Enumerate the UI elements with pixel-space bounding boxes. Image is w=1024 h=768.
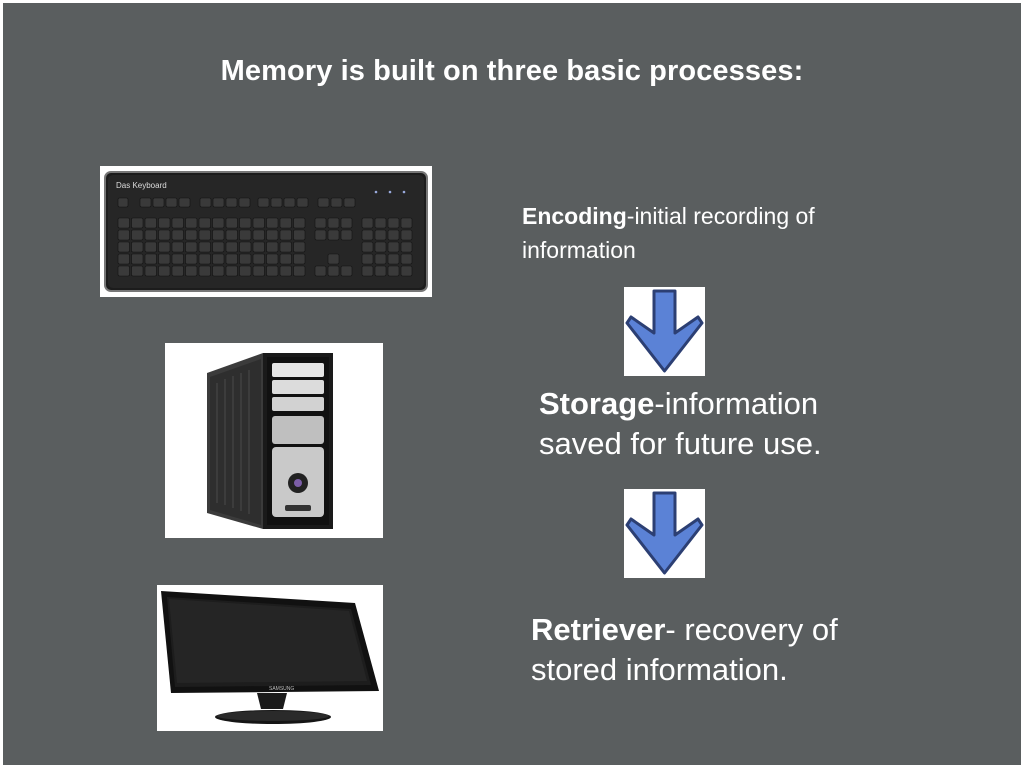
retriever-term: Retriever xyxy=(531,612,666,647)
keyboard-image: Das Keyboard xyxy=(100,166,432,297)
storage-definition: -information saved for future use. xyxy=(539,386,822,461)
down-arrow-icon xyxy=(624,489,705,578)
computer-tower-image xyxy=(165,343,383,538)
slide-title: Memory is built on three basic processes… xyxy=(220,55,804,87)
encoding-term: Encoding xyxy=(522,203,627,229)
storage-term: Storage xyxy=(539,386,655,421)
encoding-step: Encoding-initial recording of informatio… xyxy=(522,199,922,267)
storage-step: Storage-information saved for future use… xyxy=(539,384,899,464)
keyboard-brand-label: Das Keyboard xyxy=(116,181,167,190)
retriever-step: Retriever- recovery of stored informatio… xyxy=(531,610,911,690)
monitor-brand-label: SAMSUNG xyxy=(269,686,294,692)
encoding-definition: -initial recording of information xyxy=(522,203,815,263)
slide: Memory is built on three basic processes… xyxy=(3,3,1021,765)
monitor-image: SAMSUNG xyxy=(157,585,383,731)
retriever-definition: - recovery of stored information. xyxy=(531,612,838,687)
down-arrow-icon xyxy=(624,287,705,376)
